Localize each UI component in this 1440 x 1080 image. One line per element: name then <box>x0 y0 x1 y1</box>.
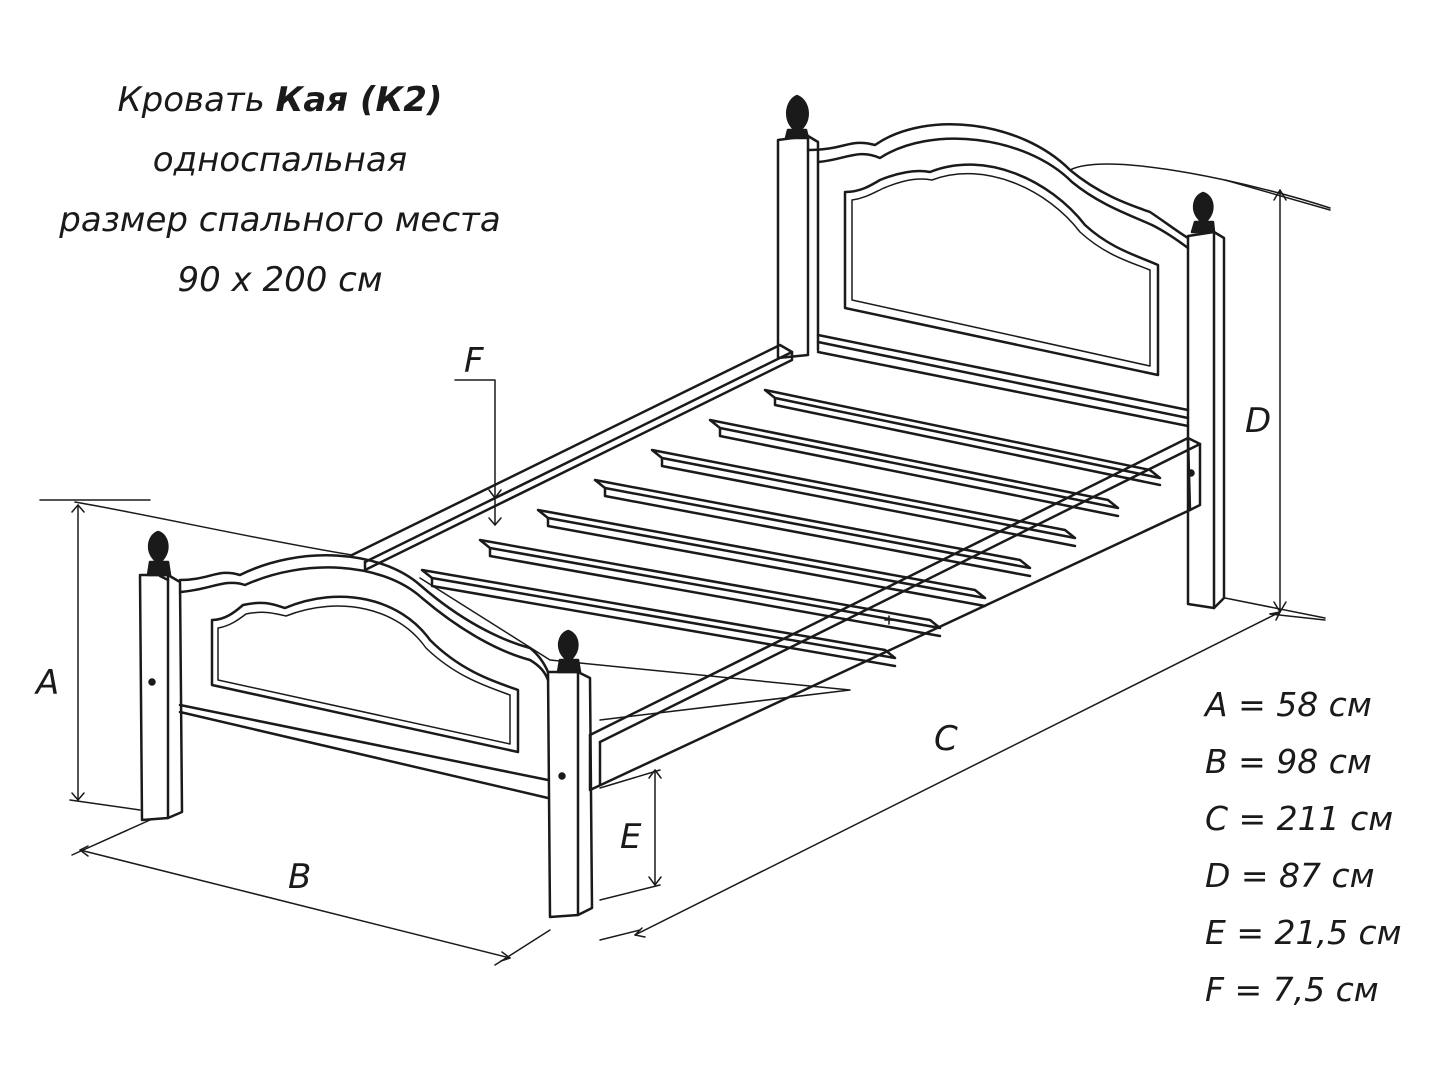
dim-label-f: F <box>464 341 484 381</box>
legend-item-e: E = 21,5 см <box>1205 913 1402 952</box>
title-line-2: односпальная <box>152 140 408 180</box>
dim-label-e: E <box>620 817 642 857</box>
title-prefix: Кровать <box>117 80 276 120</box>
legend-item-b: B = 98 см <box>1205 742 1372 781</box>
slats[interactable] <box>419 388 1162 721</box>
title-line-4: 90 х 200 см <box>177 260 383 300</box>
title-line-3: размер спального места <box>59 200 501 240</box>
title-line-1: Кровать Кая (К2) <box>0 70 560 130</box>
dim-label-d: D <box>1245 401 1271 441</box>
dimensions-legend: A = 58 см B = 98 см C = 211 см D = 87 см… <box>1205 676 1402 1018</box>
dim-label-b: B <box>288 857 311 897</box>
footboard <box>74 501 594 919</box>
legend-item-f: F = 7,5 см <box>1205 970 1379 1009</box>
legend-item-d: D = 87 см <box>1205 856 1375 895</box>
dimension-lines <box>39 179 1331 966</box>
headboard <box>776 94 1331 610</box>
legend-item-a: A = 58 см <box>1205 685 1372 724</box>
legend-item-c: C = 211 см <box>1205 799 1394 838</box>
title-block: Кровать Кая (К2) односпальная размер спа… <box>0 70 560 310</box>
dim-label-c: C <box>934 719 958 759</box>
product-name: Кая (К2) <box>275 80 443 120</box>
dim-label-a: A <box>34 663 59 703</box>
